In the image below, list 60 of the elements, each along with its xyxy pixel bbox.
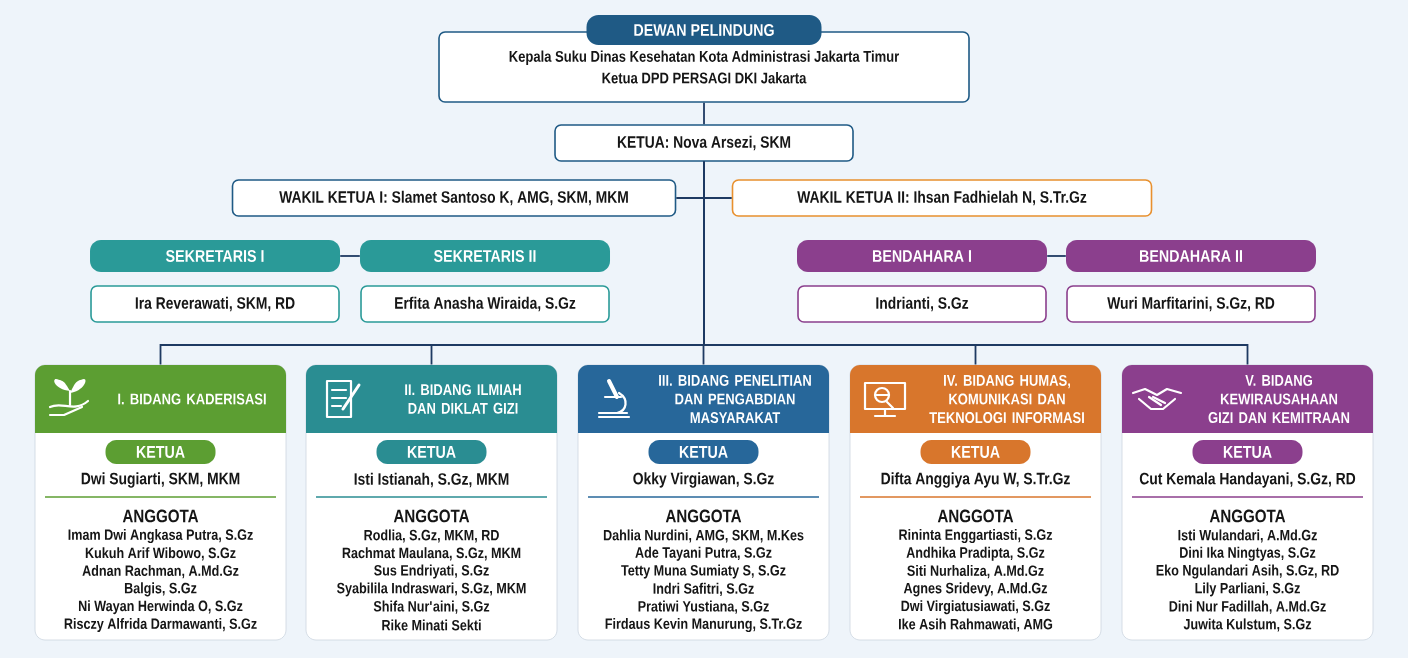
member-name: Sus Endriyati, S.Gz	[374, 564, 489, 579]
panel-header: IV. BIDANG HUMAS, KOMUNIKASI DAN TEKNOLOGI INFORMASI	[850, 365, 1101, 433]
section-heading: ANGGOTA	[1209, 509, 1286, 523]
section-heading: ANGGOTA	[937, 509, 1014, 523]
member-name: Dwi Virgiatusiawati, S.Gz	[901, 600, 1050, 615]
member-name: Kukuh Arif Wibowo, S.Gz	[85, 547, 236, 561]
member-name: Risczy Alfrida Darmawanti, S.Gz	[64, 618, 257, 632]
member-name: Tetty Muna Sumiaty S, S.Gz	[621, 564, 786, 579]
name-box: Indrianti, S.Gz	[797, 285, 1047, 323]
name-box: Erfita Anasha Wiraida, S.Gz	[360, 285, 610, 323]
role-pill: SEKRETARIS II	[360, 240, 610, 272]
name-box: Wuri Marfitarini, S.Gz, RD	[1066, 285, 1316, 323]
role-pill: SEKRETARIS I	[90, 240, 340, 272]
member-name: Dahlia Nurdini, AMG, SKM, M.Kes	[603, 529, 804, 543]
member-name: Rike Minati Sekti	[382, 619, 481, 631]
person-name: Difta Anggiya Ayu W, S.Tr.Gz	[881, 472, 1070, 488]
panel-header: I. BIDANG KADERISASI	[35, 365, 286, 433]
section-heading: ANGGOTA	[665, 509, 742, 523]
connector-line	[703, 101, 705, 126]
panel-header: II. BIDANG ILMIAH DAN DIKLAT GIZI	[306, 365, 557, 433]
connector-line	[339, 255, 361, 257]
member-name: Andhika Pradipta, S.Gz	[906, 546, 1045, 561]
member-name: Lily Parliani, S.Gz	[1195, 582, 1300, 597]
person-name: Cut Kemala Handayani, S.Gz, RD	[1139, 472, 1356, 488]
member-name: Ade Tayani Putra, S.Gz	[635, 546, 772, 561]
member-name: Isti Wulandari, A.Md.Gz	[1178, 529, 1317, 543]
connector-line	[703, 160, 1249, 366]
person-name: Dwi Sugiarti, SKM, MKM	[81, 472, 240, 488]
member-name: Syabilila Indraswari, S.Gz, MKM	[337, 582, 526, 597]
member-name: Adnan Rachman, A.Md.Gz	[82, 565, 239, 579]
person-name: Isti Istianah, S.Gz, MKM	[354, 472, 509, 488]
member-name: Eko Ngulandari Asih, S.Gz, RD	[1156, 564, 1339, 579]
connector-line	[1046, 255, 1067, 257]
member-name: Rininta Enggartiasti, S.Gz	[899, 528, 1053, 543]
person-name: Okky Virgiawan, S.Gz	[633, 472, 774, 488]
member-name: Agnes Sridevy, A.Md.Gz	[903, 582, 1048, 597]
member-name: Ike Asih Rahmawati, AMG	[899, 618, 1053, 632]
name-box: WAKIL KETUA II: Ihsan Fadhielah N, S.Tr.Gz	[731, 179, 1153, 217]
member-name: Dini Nur Fadillah, A.Md.Gz	[1169, 600, 1326, 614]
member-name: Dini Ika Ningtyas, S.Gz	[1180, 546, 1316, 561]
member-name: Shifa Nur'aini, S.Gz	[373, 600, 490, 614]
member-name: Siti Nurhaliza, A.Md.Gz	[907, 565, 1044, 579]
member-name: Juwita Kulstum, S.Gz	[1183, 618, 1312, 632]
member-name: Imam Dwi Angkasa Putra, S.Gz	[68, 528, 253, 543]
section-heading: ANGGOTA	[122, 509, 199, 523]
role-pill: BENDAHARA II	[1066, 240, 1316, 272]
name-box: KETUA: Nova Arsezi, SKM	[554, 124, 854, 162]
name-box: WAKIL KETUA I: Slamet Santoso K, AMG, SKM, MKM	[231, 179, 677, 217]
member-name: Rodlia, S.Gz, MKM, RD	[364, 529, 499, 543]
member-name: Rachmat Maulana, S.Gz, MKM	[342, 547, 521, 561]
panel-header: V. BIDANG KEWIRAUSAHAAN GIZI DAN KEMITRAAN	[1122, 365, 1373, 433]
member-name: Indri Safitri, S.Gz	[653, 582, 754, 596]
panel-header: III. BIDANG PENELITIAN DAN PENGABDIAN MASYARAKAT	[578, 365, 829, 433]
section-heading: ANGGOTA	[393, 509, 470, 523]
member-name: Pratiwi Yustiana, S.Gz	[638, 600, 769, 614]
name-box: Ira Reverawati, SKM, RD	[90, 285, 340, 323]
member-name: Balgis, S.Gz	[124, 582, 197, 597]
role-pill: BENDAHARA I	[797, 240, 1047, 272]
member-name: Firdaus Kevin Manurung, S.Tr.Gz	[605, 617, 802, 632]
member-name: Ni Wayan Herwinda O, S.Gz	[79, 600, 243, 615]
